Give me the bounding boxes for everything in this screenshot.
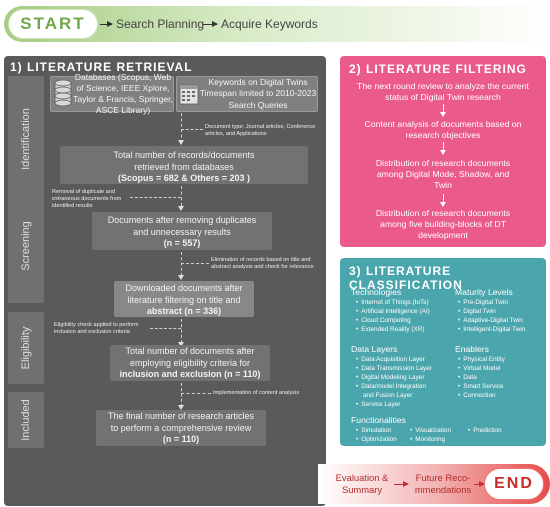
list-item: Adaptive-Digital Twin [458,316,525,325]
list-item: and Fusion Layer [363,392,413,400]
final-articles-box: The final number of research articles to… [96,410,266,446]
maturity-heading: Maturity Levels [455,287,513,297]
list-item: Cloud Computing [356,316,430,325]
arrow-down-icon [178,342,184,347]
technologies-list: Internet of Things (IoTs) Artificial Int… [356,298,430,334]
arrow-down-icon [178,140,184,145]
note-eligibility: Eligibility check applied to perform inc… [54,322,139,335]
list-item: Simulation [356,426,397,435]
list-item: Data [458,373,505,382]
arrow-right-icon [474,481,485,487]
phase-included: Included [8,392,44,448]
list-item: Data Transmission Layer [356,364,432,373]
flow-connector [181,113,182,143]
list-item: Optimization [356,435,397,444]
arrow-down-icon [178,275,184,280]
filtering-step-4: Distribution of research documents among… [375,208,511,241]
phase-eligibility: Eligibility [8,312,44,384]
list-item: Virtual Model [458,364,505,373]
list-item: Physical Entity [458,355,505,364]
data-layers-heading: Data Layers [351,344,398,354]
filtering-step-1: The next round review to analyze the cur… [357,81,529,103]
note-document-type: Document type: Journal articles, Confere… [205,124,316,137]
functionalities-col-2: Visualization Monitoring [410,426,451,444]
phase-identification: Identification [8,76,44,201]
technologies-heading: Technologies [351,287,402,297]
step-search-planning: Search Planning [116,17,205,31]
list-item: Service Layer [356,400,432,409]
list-item: Connection [458,391,505,400]
end-label: END [484,468,544,500]
arrow-down-icon [440,150,446,155]
list-item: Prediction [468,426,501,435]
functionalities-heading: Functionalities [351,415,406,425]
arrow-right-icon [394,481,409,487]
list-item: Digital Twin [458,307,525,316]
list-item: Extended Reality (XR) [356,325,430,334]
arrow-down-icon [178,405,184,410]
list-item: Smart Service [458,382,505,391]
literature-classification-panel [340,258,546,446]
list-item: Internet of Things (IoTs) [356,298,430,307]
filtering-title: 2) LITERATURE FILTERING [349,62,527,76]
list-item: Visualization [410,426,451,435]
functionalities-col-1: Simulation Optimization [356,426,397,444]
note-content-analysis: Implementation of content analysis [213,390,300,396]
list-item: Pre-Digital Twin [458,298,525,307]
arrow-right-icon [203,21,218,27]
keywords-box: Keywords on Digital Twins Timespan limit… [176,76,318,112]
list-item: Artificial Intelligence (AI) [356,307,430,316]
list-item: Monitoring [410,435,451,444]
calendar-icon [179,82,199,106]
arrow-right-icon [100,21,113,27]
enablers-heading: Enablers [455,344,489,354]
list-item: Data Acquisition Layer [356,355,432,364]
start-label: START [8,9,98,39]
retrieval-title: 1) LITERATURE RETRIEVAL [10,60,193,74]
step-future-recommendations: Future Reco- mmendations [414,472,472,495]
database-icon [53,79,73,107]
filtering-step-2: Content analysis of documents based on r… [364,119,522,141]
total-records-box: Total number of records/documents retrie… [60,146,308,184]
step-evaluation-summary: Evaluation & Summary [335,472,389,495]
enablers-list: Physical Entity Virtual Model Data Smart… [458,355,505,400]
note-duplicates: Removal of duplicate and extraneous docu… [52,189,122,209]
arrow-down-icon [178,206,184,211]
data-layers-list: Data Acquisition Layer Data Transmission… [356,355,432,410]
list-item: Digital Modeling Layer [356,373,432,382]
note-title-abstract: Elimination of records based on title an… [211,257,314,270]
eligibility-box: Total number of documents after employin… [110,345,270,381]
arrow-down-icon [440,202,446,207]
arrow-down-icon [440,112,446,117]
filtering-step-3: Distribution of research documents among… [375,158,511,191]
phase-screening: Screening [8,188,44,303]
step-acquire-keywords: Acquire Keywords [221,17,318,31]
functionalities-col-3: Prediction [468,426,501,435]
list-item: Data/model Integration [356,382,432,391]
duplicates-removed-box: Documents after removing duplicates and … [92,212,272,250]
classification-title: 3) LITERATURE CLASSIFICATION [349,264,463,292]
downloaded-documents-box: Downloaded documents after literature fi… [114,281,254,317]
list-item: Intelligent-Digital Twin [458,325,525,334]
maturity-list: Pre-Digital Twin Digital Twin Adaptive-D… [458,298,525,334]
databases-box: Databases (Scopus, Web of Science, IEEE … [50,72,174,115]
